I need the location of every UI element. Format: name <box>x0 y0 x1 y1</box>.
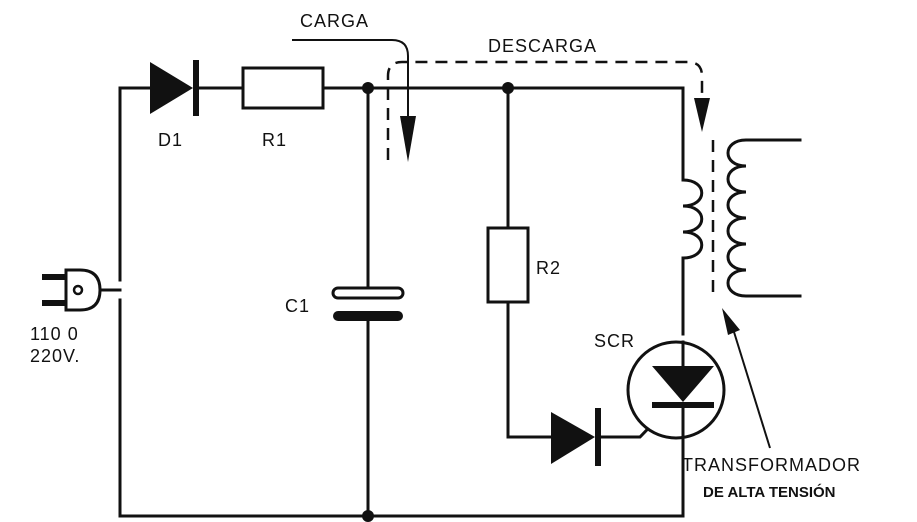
d1-diode-icon <box>150 60 199 116</box>
transformer-icon <box>681 138 802 300</box>
scr-label: SCR <box>594 331 635 351</box>
voltage-label-line1: 110 0 <box>30 324 79 344</box>
r2-wire-bottom <box>506 300 553 439</box>
transformer-label-line1: TRANSFORMADOR <box>682 455 861 475</box>
r1-label: R1 <box>262 130 287 150</box>
r2-label: R2 <box>536 258 561 278</box>
scr-thyristor-icon <box>626 340 726 442</box>
transformer-pointer-arrow-icon <box>722 308 771 449</box>
wiring <box>118 86 685 518</box>
c1-capacitor-icon <box>331 286 405 321</box>
junction-dots <box>362 82 514 522</box>
charge-arrow-icon <box>292 39 416 162</box>
plug-icon <box>42 268 122 312</box>
descarga-label: DESCARGA <box>488 36 597 56</box>
carga-label: CARGA <box>300 11 369 31</box>
r1-resistor-icon <box>241 66 325 110</box>
gate-diode-icon <box>551 408 601 466</box>
r2-resistor-icon <box>486 226 530 304</box>
c1-label: C1 <box>285 296 310 316</box>
d1-label: D1 <box>158 130 183 150</box>
junction-r2-top <box>502 82 514 94</box>
junction-bottom <box>362 510 374 522</box>
voltage-label-line2: 220V. <box>30 346 80 366</box>
junction-c1-top <box>362 82 374 94</box>
discharge-arrow-icon <box>386 60 710 160</box>
transformer-label-line2: DE ALTA TENSIÓN <box>703 483 836 501</box>
